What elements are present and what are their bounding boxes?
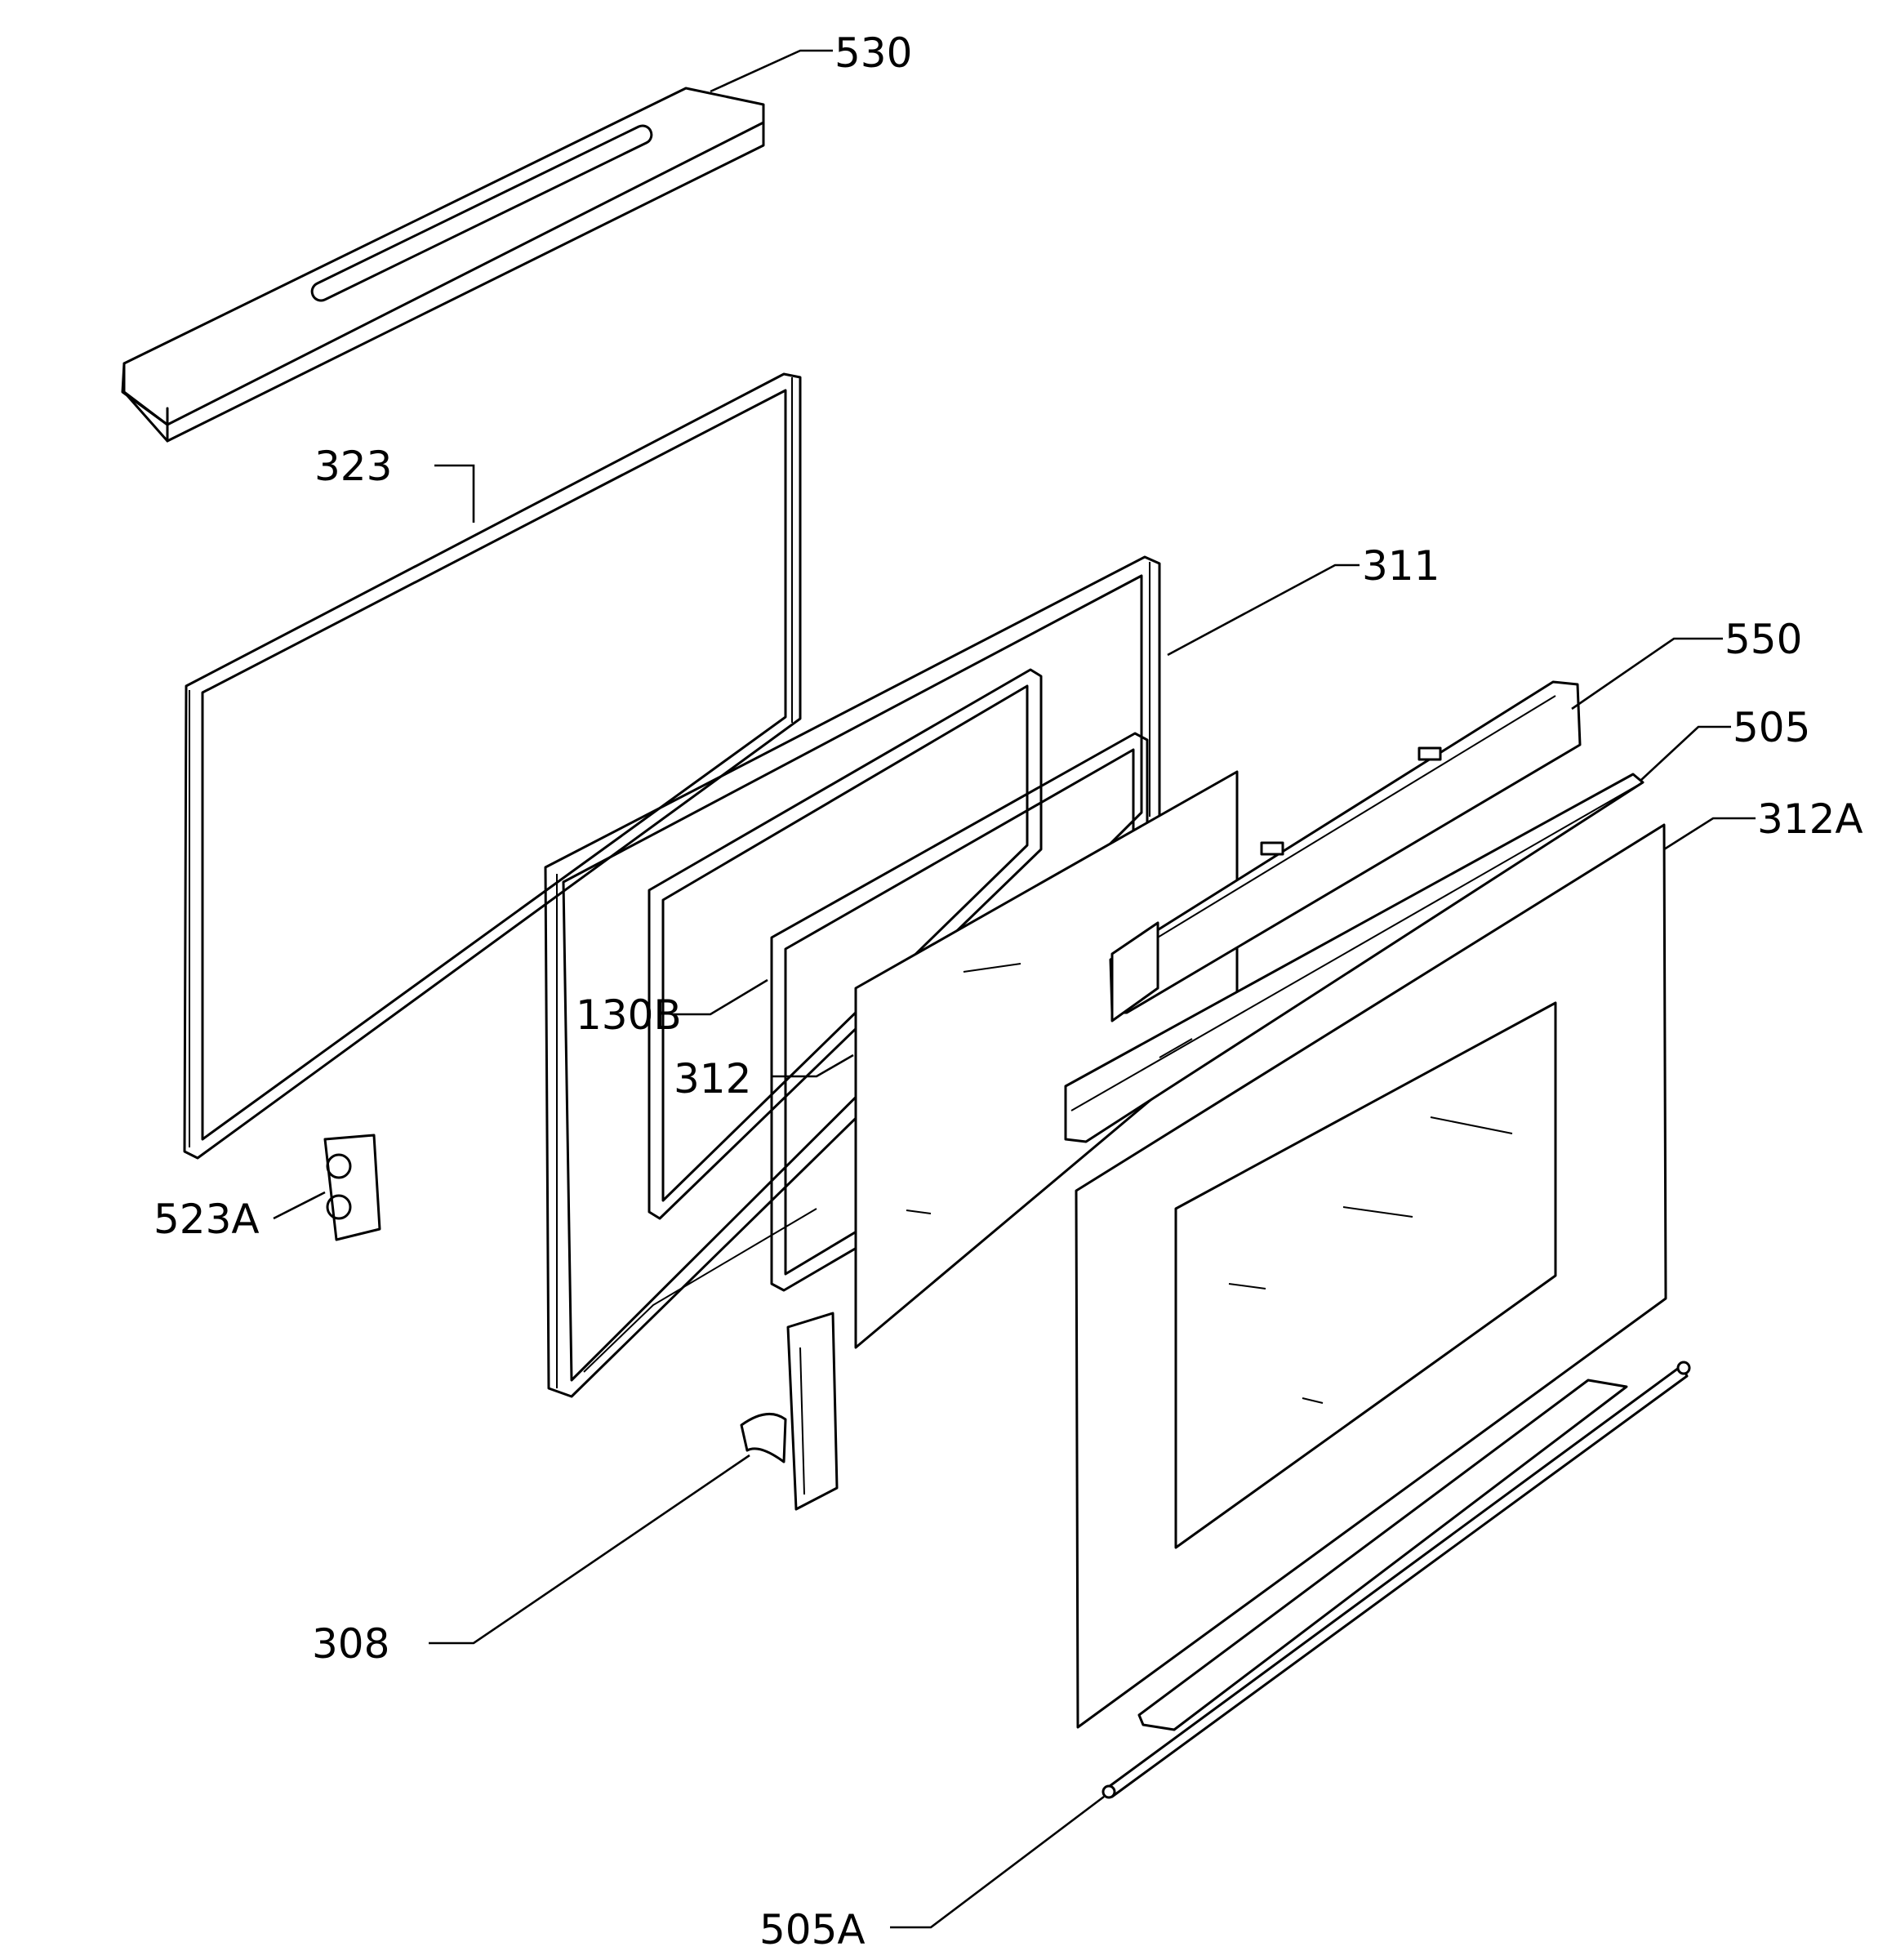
part-523A-hinge-block (323, 1134, 381, 1241)
callout-311: 311 (1362, 542, 1440, 590)
callout-312: 312 (674, 1055, 751, 1102)
part-308-door-hinge (740, 1312, 839, 1511)
part-312A-outer-door-glass (1075, 823, 1667, 1729)
callout-323: 323 (314, 443, 392, 490)
leader-550 (1571, 637, 1723, 710)
leader-312A (1663, 817, 1756, 851)
leader-530 (710, 49, 833, 93)
leader-323 (434, 464, 475, 523)
callout-505A: 505A (759, 1906, 866, 1953)
leader-312 (772, 1054, 854, 1078)
callout-530: 530 (834, 29, 912, 77)
part-550-top-trim (1109, 680, 1582, 1022)
leader-311 (1167, 564, 1360, 657)
part-505A-bottom-rail (1101, 1361, 1691, 1799)
part-323-rear-frame (183, 372, 802, 1160)
callout-523A: 523A (154, 1196, 260, 1243)
part-530-top-vent-bar (121, 87, 765, 443)
part-505-upper-rail (1064, 773, 1644, 1143)
leader-505 (1640, 725, 1731, 781)
leader-523A (273, 1191, 326, 1220)
callout-308: 308 (312, 1620, 389, 1668)
leader-130B (674, 978, 768, 1016)
callout-505: 505 (1733, 704, 1810, 751)
callout-550: 550 (1725, 616, 1802, 663)
leader-308 (429, 1454, 750, 1645)
callout-312A: 312A (1757, 795, 1863, 843)
part-130B-glass-seal (648, 668, 1043, 1220)
leader-505A (890, 1795, 1105, 1929)
callout-130B: 130B (576, 991, 682, 1039)
